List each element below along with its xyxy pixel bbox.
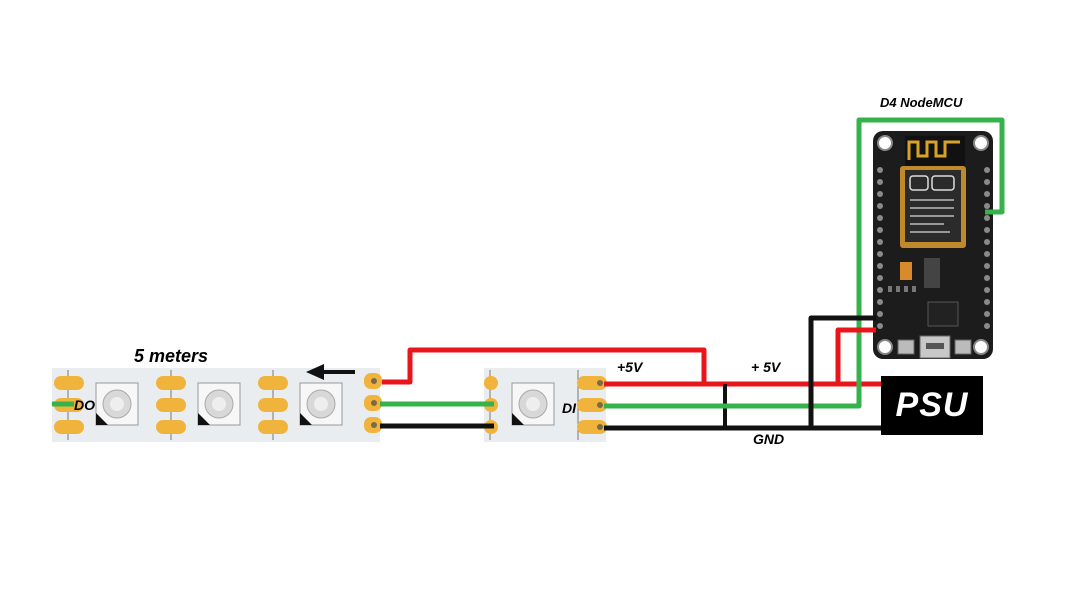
controller-label: D4 NodeMCU <box>880 95 963 110</box>
strip-length-label: 5 meters <box>134 346 208 366</box>
led-strip-input <box>484 368 607 442</box>
gnd-label: GND <box>753 431 784 447</box>
led-chip-icon <box>197 382 241 426</box>
psu-label: PSU <box>895 386 969 424</box>
plus5v-label-right: + 5V <box>751 359 782 375</box>
led-chip-icon <box>95 382 139 426</box>
led-chip-icon <box>299 382 343 426</box>
strip-jumper-wires <box>380 347 707 429</box>
data-in-label: DI <box>562 400 577 416</box>
nodemcu-board <box>873 131 993 359</box>
led-strip-main <box>52 368 382 442</box>
arrow-left-icon <box>306 364 355 380</box>
controller-wires <box>604 117 1005 428</box>
wifi-module-icon <box>900 166 966 248</box>
plus5v-label-left: +5V <box>617 359 644 375</box>
led-chip-icon <box>511 382 555 426</box>
psu-block: PSU <box>881 376 983 435</box>
data-out-label: DO <box>74 397 95 413</box>
